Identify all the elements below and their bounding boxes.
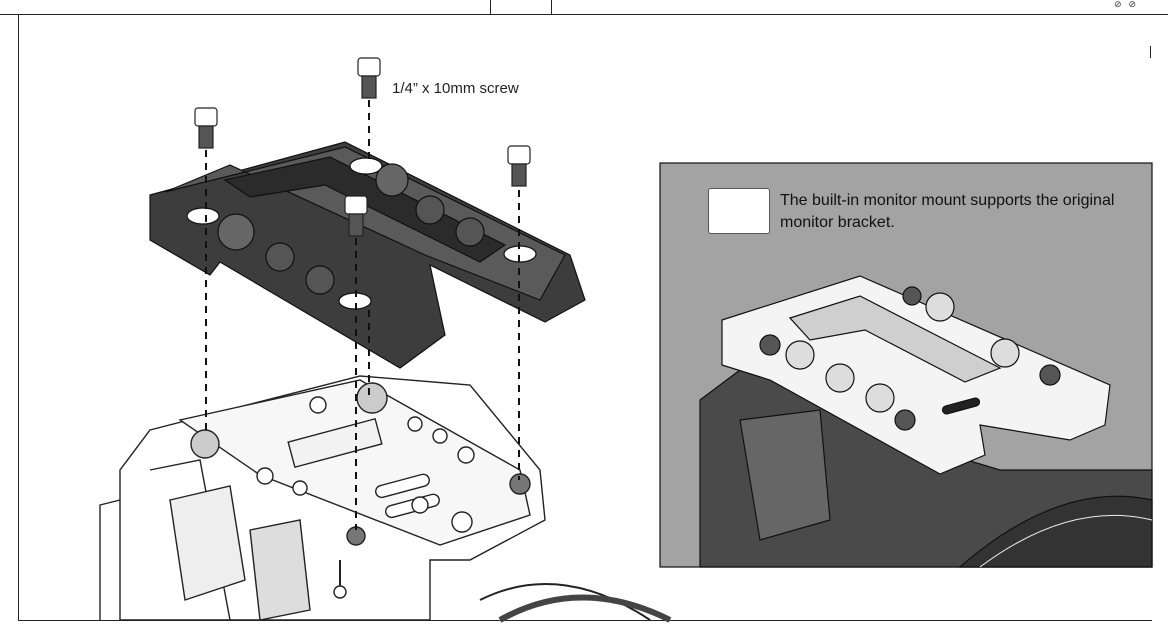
monitor-mount-note: The built-in monitor mount supports the … [780,192,1115,231]
screw-middle [344,195,368,237]
detail-illustration [659,162,1153,568]
bottom-border-rule [18,620,1152,621]
screw-left [194,107,218,149]
corner-icons: ⊘ ⊘ [1114,0,1138,10]
header-bar [0,0,1168,15]
page-number-tab [490,0,552,14]
screw-set [194,57,531,237]
screw-top-center [357,57,381,99]
left-border-rule [18,14,19,620]
top-handle [149,141,586,369]
screw-callout-label: 1/4” x 10mm screw [392,80,519,97]
right-edge-mark [1150,46,1151,58]
screw-right [507,145,531,187]
note-icon-frame [708,188,770,234]
alignment-guides [205,100,520,530]
camera-body [99,375,672,623]
